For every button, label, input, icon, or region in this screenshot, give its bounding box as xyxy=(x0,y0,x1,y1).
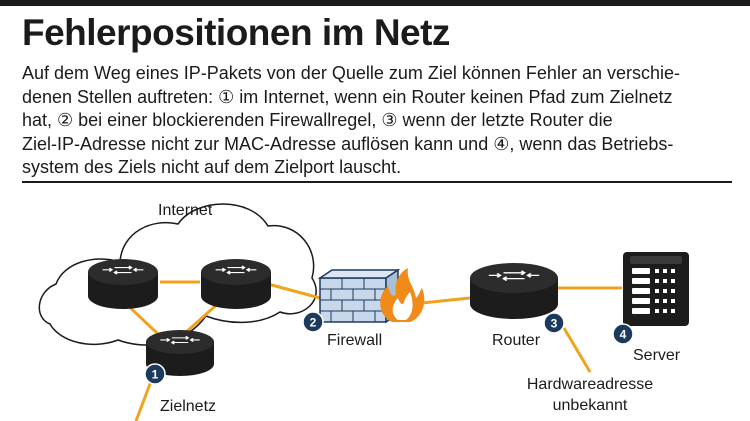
internet-label: Internet xyxy=(158,202,213,219)
hardware-address-label: Hardwareadresse xyxy=(527,376,653,393)
badge-number: 1 xyxy=(152,368,159,382)
badge-4: 4 xyxy=(612,323,634,345)
badge-number: 4 xyxy=(620,328,627,342)
intro-line: Auf dem Weg eines IP-Pakets von der Quel… xyxy=(22,63,680,83)
firewall-label: Firewall xyxy=(327,332,382,349)
internet-cloud xyxy=(38,203,317,346)
badge-2: 2 xyxy=(302,311,324,333)
flame-icon xyxy=(380,268,425,322)
intro-line: hat, ② bei einer blockierenden Firewallr… xyxy=(22,110,613,130)
divider xyxy=(22,181,732,183)
top-bar xyxy=(0,0,750,6)
router-icon xyxy=(88,259,158,309)
router-icon xyxy=(470,263,558,319)
badge-3: 3 xyxy=(543,312,565,334)
router-icon xyxy=(201,259,271,309)
page-title: Fehlerpositionen im Netz xyxy=(22,12,450,53)
router-label: Router xyxy=(492,332,541,349)
firewall-icon xyxy=(317,268,401,324)
intro-line: denen Stellen auftreten: ① im Internet, … xyxy=(22,86,673,107)
zielnetz-label: Zielnetz xyxy=(160,398,216,415)
badge-number: 2 xyxy=(310,316,317,330)
badge-number: 3 xyxy=(551,317,558,331)
server-icon xyxy=(623,252,689,326)
intro-text: Auf dem Weg eines IP-Pakets von der Quel… xyxy=(22,62,734,180)
intro-line: Ziel-IP-Adresse nicht zur MAC-Adresse au… xyxy=(22,133,674,154)
badge-1: 1 xyxy=(144,363,166,385)
unknown-label: unbekannt xyxy=(553,397,628,414)
server-label: Server xyxy=(633,347,681,364)
intro-line: system des Ziels nicht auf dem Zielport … xyxy=(22,157,402,177)
